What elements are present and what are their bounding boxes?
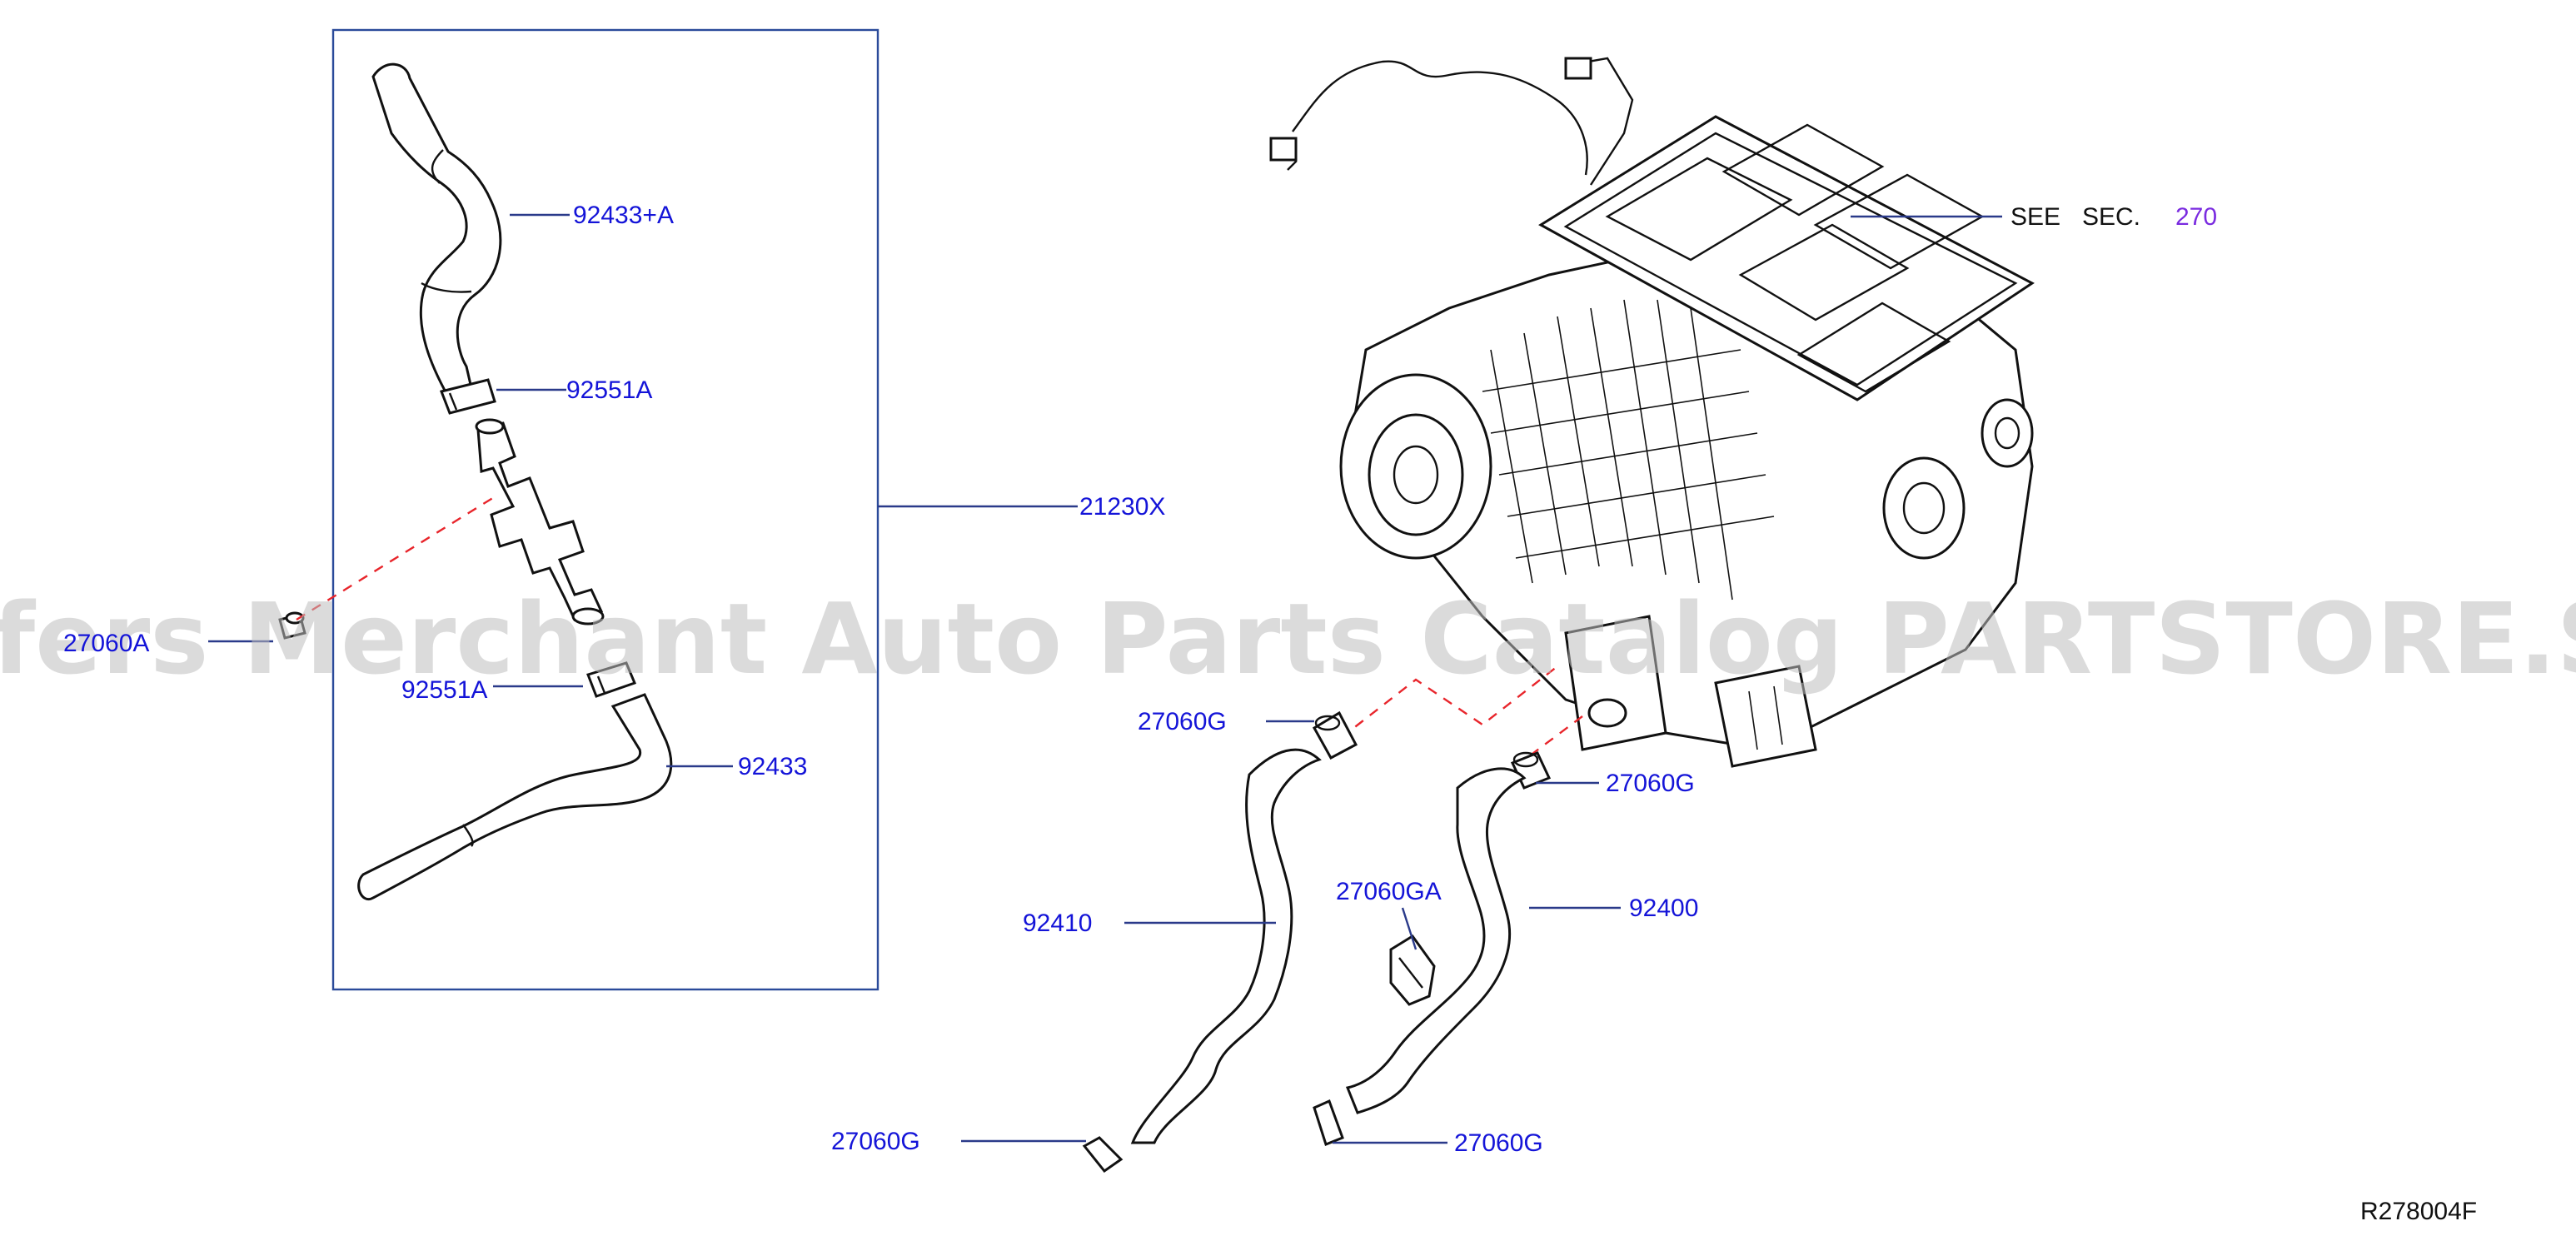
hose-92410[interactable] — [1130, 748, 1322, 1144]
label-92400[interactable]: 92400 — [1629, 895, 1698, 922]
label-92410[interactable]: 92410 — [1023, 910, 1092, 937]
clamp-27060G-bottom-left[interactable] — [1082, 1136, 1124, 1174]
label-92551A-bottom[interactable]: 92551A — [401, 676, 487, 704]
reference-code: R278004F — [2360, 1198, 2477, 1225]
label-27060GA[interactable]: 27060GA — [1336, 878, 1442, 905]
label-27060G-bottom-right[interactable]: 27060G — [1454, 1129, 1543, 1157]
hose-92400[interactable] — [1345, 767, 1527, 1114]
water-valve[interactable] — [475, 418, 605, 625]
label-27060G-top[interactable]: 27060G — [1138, 708, 1227, 735]
clip-27060GA[interactable] — [1389, 934, 1436, 1006]
clamp-92551A-bottom[interactable] — [586, 661, 636, 698]
label-92433[interactable]: 92433 — [738, 753, 807, 780]
clamp-27060G-top[interactable] — [1312, 710, 1358, 760]
clamp-27060G-bottom-right[interactable] — [1313, 1099, 1344, 1146]
watermark: Offers Merchant Auto Parts Catalog PARTS… — [0, 581, 2576, 696]
dash-92400-unit — [1515, 715, 1583, 767]
label-see: SEE — [2010, 203, 2060, 231]
dash-92410-unit — [1340, 665, 1558, 739]
label-sec-270[interactable]: 270 — [2175, 203, 2217, 231]
label-27060A[interactable]: 27060A — [63, 630, 149, 657]
hose-92433-a-band — [431, 149, 444, 184]
assembly-box-21230X — [331, 28, 879, 991]
hose-92433[interactable] — [357, 693, 673, 901]
label-27060G-right[interactable]: 27060G — [1606, 770, 1695, 797]
label-sec: SEC. — [2082, 203, 2140, 231]
label-92551A-top[interactable]: 92551A — [566, 376, 652, 404]
label-92433-a[interactable]: 92433+A — [573, 202, 674, 229]
hose-92433-a[interactable] — [371, 62, 502, 398]
clamp-92551A-top[interactable] — [439, 378, 496, 415]
label-27060G-bottom-left[interactable]: 27060G — [831, 1128, 920, 1155]
dash-valve-27060A — [296, 493, 499, 621]
label-21230X[interactable]: 21230X — [1079, 493, 1165, 521]
hvac-unit[interactable] — [1269, 57, 2035, 768]
clip-27060A[interactable] — [278, 611, 306, 640]
